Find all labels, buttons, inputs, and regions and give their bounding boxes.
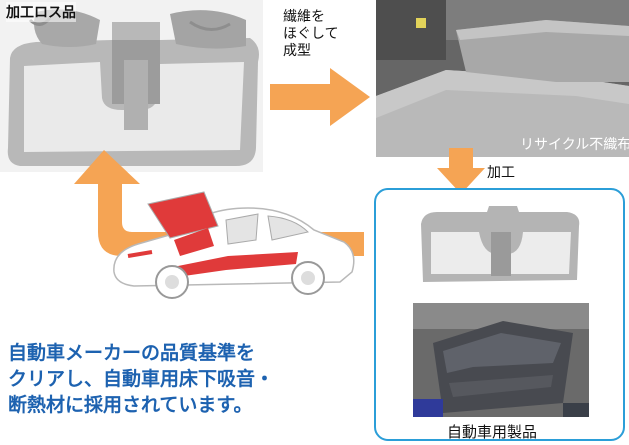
recycled-label: リサイクル不織布 [520, 137, 629, 153]
caption-line-1: 自動車メーカーの品質基準を [8, 342, 256, 364]
process-label-line-1: 繊維を [283, 9, 325, 25]
recycled-nonwoven-photo [376, 0, 629, 157]
arrow-down-icon [437, 148, 485, 194]
product-photo-molded-parts [413, 303, 589, 417]
process-label-line-3: 成型 [283, 43, 311, 59]
molded-parts-illustration [413, 303, 589, 417]
arrow-right-icon [270, 68, 370, 126]
arrow-down-shape [437, 148, 485, 194]
arrow-right-shape [270, 68, 370, 126]
floor-insulator-illustration [417, 204, 585, 288]
scrap-label: 加工ロス品 [6, 2, 76, 22]
car-illustration [113, 191, 355, 299]
process-step-label: 加工 [487, 165, 515, 181]
product-label: 自動車用製品 [447, 423, 538, 441]
caption-line-2: クリアし、自動車用床下吸音・ [8, 368, 275, 390]
caption-block: 自動車メーカーの品質基準を クリアし、自動車用床下吸音・ 断熱材に採用されていま… [8, 340, 274, 418]
nonwoven-stack-illustration [376, 0, 629, 157]
scrap-photo [0, 0, 263, 172]
scrap-frame-illustration [0, 0, 263, 172]
caption-line-3: 断熱材に採用されています。 [8, 394, 253, 416]
process-label-line-2: ほぐして [283, 26, 339, 42]
product-photo-floor-insulator [417, 204, 585, 288]
